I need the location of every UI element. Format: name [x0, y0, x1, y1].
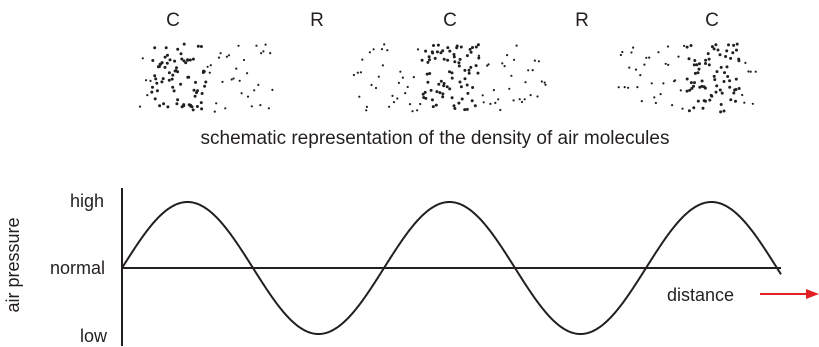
arrow-icon: [806, 289, 819, 299]
level-normal-label: normal: [50, 258, 105, 278]
level-high-label: high: [70, 191, 104, 211]
y-axis-title: air pressure: [3, 205, 23, 325]
level-low-label: low: [80, 326, 107, 346]
x-axis-label: distance: [667, 285, 734, 305]
